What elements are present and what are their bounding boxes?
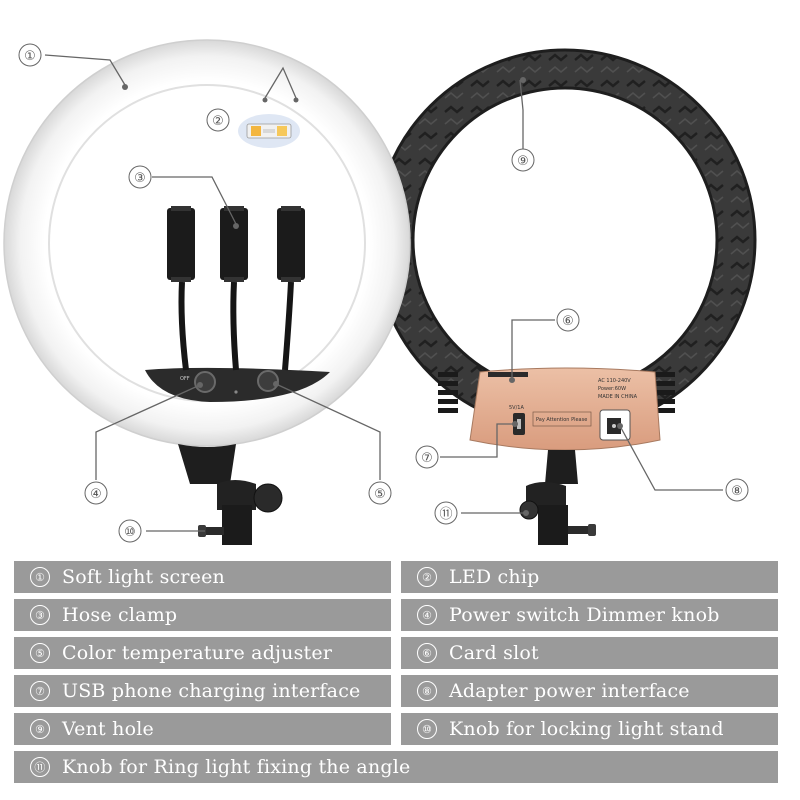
leader-lines — [44, 54, 723, 532]
warning-label — [532, 411, 592, 427]
legend-label: Card slot — [449, 642, 539, 664]
svg-text:⑨: ⑨ — [517, 154, 529, 169]
front-control-base — [145, 367, 330, 402]
callout-8: ⑧ — [725, 478, 749, 502]
svg-text:⑦: ⑦ — [421, 451, 433, 466]
legend-label: Soft light screen — [62, 566, 225, 588]
svg-text:AC 110-240V: AC 110-240V — [598, 378, 631, 384]
legend-badge: ⑧ — [417, 681, 437, 701]
legend-label: Color temperature adjuster — [62, 642, 333, 664]
legend-badge: ⑩ — [417, 719, 437, 739]
legend-badge: ② — [417, 567, 437, 587]
legend-table: ① Soft light screen ② LED chip ③ Hose clamp… — [14, 561, 794, 789]
legend-item-hose-clamp: ③ Hose clamp — [14, 599, 391, 631]
legend-badge: ③ — [30, 605, 50, 625]
legend-item-led-chip: ② LED chip — [401, 561, 778, 593]
legend-item-color-temperature: ⑤ Color temperature adjuster — [14, 637, 391, 669]
callout-2: ② — [206, 108, 230, 132]
svg-text:OFF: OFF — [180, 376, 190, 382]
legend-label: USB phone charging interface — [62, 680, 361, 702]
card-slot — [488, 372, 528, 377]
color-temp-knob — [257, 370, 279, 392]
angle-fixing-knob — [519, 500, 539, 520]
legend-item-adapter-power: ⑧ Adapter power interface — [401, 675, 778, 707]
legend-badge: ⑥ — [417, 643, 437, 663]
callout-7: ⑦ — [415, 445, 439, 469]
front-ring-light: OFF — [3, 39, 411, 545]
svg-text:5V/1A: 5V/1A — [509, 405, 524, 411]
svg-text:④: ④ — [90, 487, 102, 502]
svg-text:③: ③ — [134, 171, 146, 186]
legend-badge: ⑤ — [30, 643, 50, 663]
legend-item-usb-charging: ⑦ USB phone charging interface — [14, 675, 391, 707]
svg-text:Power:60W: Power:60W — [598, 386, 626, 392]
svg-text:⑧: ⑧ — [731, 484, 743, 499]
svg-text:⑥: ⑥ — [562, 314, 574, 329]
front-stand-mount — [217, 480, 256, 510]
callout-9: ⑨ — [511, 148, 535, 172]
callout-1: ① — [18, 43, 42, 67]
legend-label: Knob for locking light stand — [449, 718, 724, 740]
back-control-panel — [469, 367, 661, 451]
callout-11: ⑪ — [434, 501, 458, 525]
legend-label: Power switch Dimmer knob — [449, 604, 720, 626]
legend-item-power-switch: ④ Power switch Dimmer knob — [401, 599, 778, 631]
phone-clamp-right — [277, 206, 305, 282]
ring-light-diagram: 5V/1A Pay Attention Please AC 110-240V P… — [3, 39, 757, 545]
vent-grill-right — [655, 372, 675, 413]
svg-text:⑤: ⑤ — [374, 487, 386, 502]
legend-badge: ⑨ — [30, 719, 50, 739]
callout-10: ⑩ — [118, 519, 142, 543]
phone-clamp-left — [167, 206, 195, 282]
legend-label: Adapter power interface — [449, 680, 690, 702]
back-ring-light: 5V/1A Pay Attention Please AC 110-240V P… — [373, 48, 757, 545]
callout-5: ⑤ — [368, 481, 392, 505]
legend-item-angle-knob: ⑪ Knob for Ring light fixing the angle — [14, 751, 778, 783]
svg-text:②: ② — [212, 114, 224, 129]
legend-item-vent-hole: ⑨ Vent hole — [14, 713, 391, 745]
svg-text:Pay Attention Please: Pay Attention Please — [536, 417, 587, 423]
svg-text:①: ① — [24, 49, 36, 64]
phone-clamp-middle — [220, 206, 248, 282]
led-chip — [238, 114, 300, 148]
callout-6: ⑥ — [556, 308, 580, 332]
legend-badge: ① — [30, 567, 50, 587]
legend-label: Hose clamp — [62, 604, 178, 626]
lock-stand-knob — [253, 483, 283, 513]
legend-item-lock-knob: ⑩ Knob for locking light stand — [401, 713, 778, 745]
legend-badge: ⑦ — [30, 681, 50, 701]
callout-4: ④ — [84, 481, 108, 505]
svg-text:⑪: ⑪ — [439, 507, 452, 522]
legend-label: Knob for Ring light fixing the angle — [62, 756, 411, 778]
legend-badge: ④ — [417, 605, 437, 625]
power-dimmer-knob — [194, 371, 216, 393]
legend-label: Vent hole — [62, 718, 154, 740]
vent-grill-left — [438, 372, 458, 413]
legend-item-card-slot: ⑥ Card slot — [401, 637, 778, 669]
legend-item-soft-light-screen: ① Soft light screen — [14, 561, 391, 593]
legend-label: LED chip — [449, 566, 540, 588]
legend-badge: ⑪ — [30, 757, 50, 777]
svg-text:MADE IN CHINA: MADE IN CHINA — [598, 394, 638, 400]
svg-text:⑩: ⑩ — [124, 525, 136, 540]
callout-3: ③ — [128, 165, 152, 189]
